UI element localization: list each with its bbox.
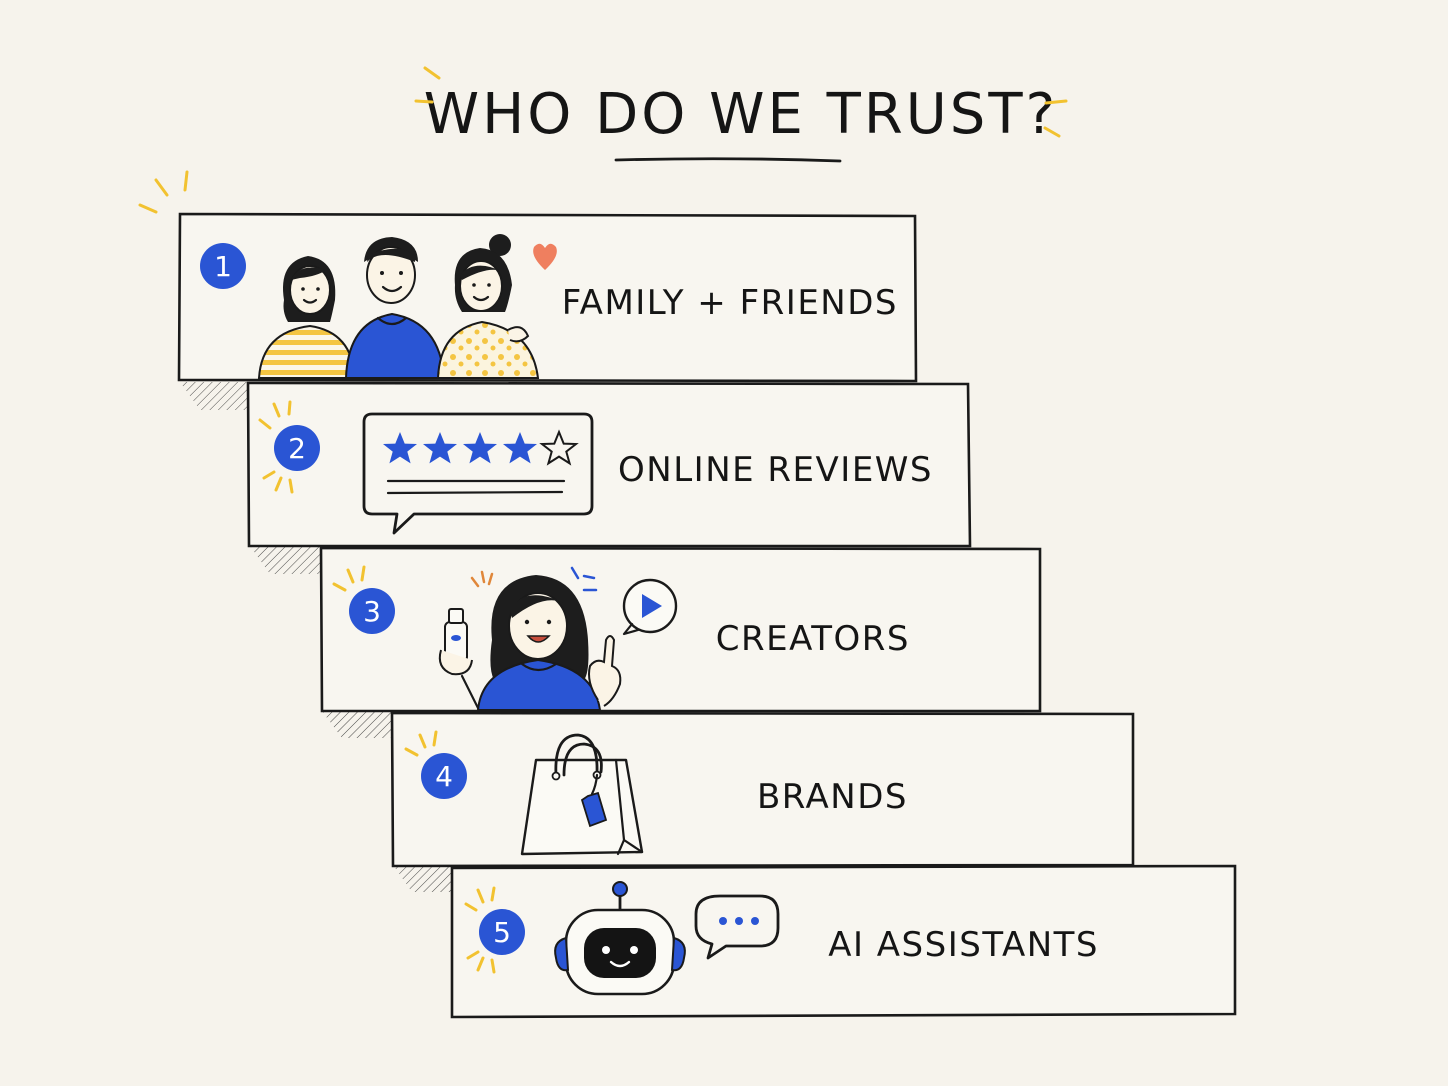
step-2-label: ONLINE REVIEWS xyxy=(618,450,933,490)
step-1-label: FAMILY + FRIENDS xyxy=(562,283,898,323)
step-3-number-badge xyxy=(349,588,395,634)
sparkle-icon xyxy=(138,170,189,214)
step-3-box xyxy=(319,546,1042,713)
step-1-number-badge xyxy=(200,243,246,289)
chat-bubble-icon xyxy=(694,894,780,960)
shopping-bag-icon xyxy=(520,733,644,856)
step-2-box xyxy=(246,381,972,548)
sparkle-icon xyxy=(414,66,1068,138)
step-5-number: 5 xyxy=(493,916,511,949)
creator-icon xyxy=(438,566,622,711)
step-shadows xyxy=(180,382,456,892)
sparkle-icon xyxy=(332,565,366,592)
step-3: 3 xyxy=(319,546,1042,713)
step-4: 4 BRANDS xyxy=(390,711,1135,868)
sparkle-icon xyxy=(258,400,294,494)
star-review-icon xyxy=(362,412,594,535)
title-group: WHO DO WE TRUST? xyxy=(414,66,1068,163)
step-4-number-badge xyxy=(421,753,467,799)
step-3-label: CREATORS xyxy=(716,619,910,659)
step-2-number-badge xyxy=(274,425,320,471)
step-4-label: BRANDS xyxy=(757,777,908,817)
step-5-number-badge xyxy=(479,909,525,955)
step-2-number: 2 xyxy=(288,432,306,465)
play-bubble-icon xyxy=(622,578,678,636)
step-3-number: 3 xyxy=(363,595,381,628)
family-friends-icon xyxy=(257,234,540,379)
title-underline xyxy=(614,157,842,163)
heart-icon xyxy=(533,243,557,270)
step-1: 1 xyxy=(138,170,918,383)
step-5: 5 AI ASSISTANTS xyxy=(450,864,1237,1019)
step-2: 2 ONLINE REVIEWS xyxy=(246,381,972,548)
sparkle-icon xyxy=(464,886,496,974)
step-5-label: AI ASSISTANTS xyxy=(828,925,1099,965)
sparkle-icon xyxy=(404,730,438,757)
step-1-number: 1 xyxy=(214,250,232,283)
robot-icon xyxy=(554,881,686,996)
page-title: WHO DO WE TRUST? xyxy=(424,82,1059,147)
step-4-number: 4 xyxy=(435,760,453,793)
